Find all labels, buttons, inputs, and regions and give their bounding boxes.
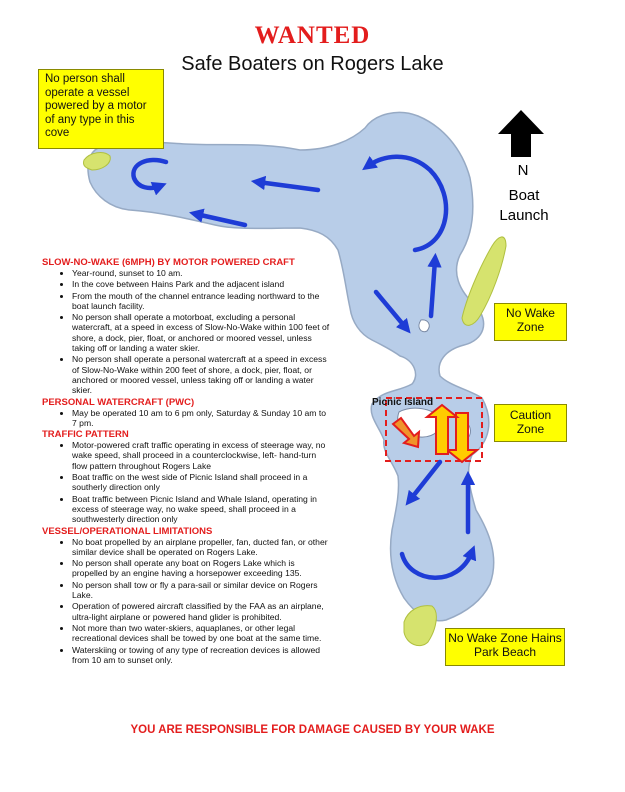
rules-section-heading: VESSEL/OPERATIONAL LIMITATIONS bbox=[42, 525, 213, 537]
launch-no-wake-highlight bbox=[461, 236, 507, 326]
rule-item: No boat propelled by an airplane propell… bbox=[72, 537, 332, 558]
rule-item: Waterskiing or towing of any type of rec… bbox=[72, 645, 332, 666]
cove-restriction-note: No person shall operate a vessel powered… bbox=[38, 69, 164, 149]
page-subtitle: Safe Boaters on Rogers Lake bbox=[181, 53, 444, 75]
rules-section-heading: TRAFFIC PATTERN bbox=[42, 429, 129, 441]
page-title: WANTED bbox=[254, 22, 371, 49]
arrow-south-curve bbox=[399, 545, 477, 580]
boat-launch-label: Boat Launch bbox=[499, 187, 549, 224]
rule-item: Boat traffic between Picnic Island and W… bbox=[72, 494, 332, 525]
rule-item: Motor-powered craft traffic operating in… bbox=[72, 440, 332, 471]
caution-up-arrow bbox=[444, 412, 480, 464]
arrow-southwest-lower bbox=[405, 459, 443, 506]
arrow-up-channel bbox=[427, 252, 442, 319]
lake-shape bbox=[87, 111, 495, 622]
caution-down-arrow bbox=[424, 403, 460, 455]
cove-highlight bbox=[83, 152, 111, 171]
rule-item: May be operated 10 am to 6 pm only, Satu… bbox=[72, 408, 332, 429]
caution-southwest-arrow bbox=[391, 416, 421, 449]
rule-item: Not more than two water-skiers, aquaplan… bbox=[72, 623, 332, 644]
north-arrow-icon bbox=[498, 110, 544, 157]
rules-section-heading: SLOW-NO-WAKE (6MPH) BY MOTOR POWERED CRA… bbox=[42, 257, 295, 268]
rules-section-list: Year-round, sunset to 10 am.In the cove … bbox=[42, 268, 332, 396]
rule-item: No person shall operate any boat on Roge… bbox=[72, 558, 332, 579]
arrow-cove-curve bbox=[131, 157, 169, 196]
footer-warning: YOU ARE RESPONSIBLE FOR DAMAGE CAUSED BY… bbox=[130, 724, 495, 736]
rules-section-list: No boat propelled by an airplane propell… bbox=[42, 537, 332, 666]
rules-list: SLOW-NO-WAKE (6MPH) BY MOTOR POWERED CRA… bbox=[42, 256, 332, 666]
rule-item: From the mouth of the channel entrance l… bbox=[72, 291, 332, 312]
arrow-west-upper bbox=[250, 175, 321, 193]
caution-zone-label: Caution Zone bbox=[494, 404, 567, 442]
rules-section-list: Motor-powered craft traffic operating in… bbox=[42, 440, 332, 524]
rule-item: In the cove between Hains Park and the a… bbox=[72, 279, 332, 289]
small-island bbox=[418, 319, 430, 333]
arrow-west-lower bbox=[188, 208, 248, 228]
rules-section-heading: PERSONAL WATERCRAFT (PWC) bbox=[42, 396, 195, 408]
rule-item: Operation of powered aircraft classified… bbox=[72, 601, 332, 622]
rule-item: No person shall operate a motorboat, exc… bbox=[72, 312, 332, 353]
picnic-island-label: Picnic Island bbox=[372, 397, 434, 408]
no-wake-zone-label: No Wake Zone bbox=[494, 303, 567, 341]
rule-item: No person shall operate a personal water… bbox=[72, 354, 332, 395]
hains-park-beach-label: No Wake Zone Hains Park Beach bbox=[445, 628, 565, 666]
arrow-down-diagonal bbox=[373, 289, 411, 334]
north-label: N bbox=[517, 162, 529, 179]
rule-item: No person shall tow or fly a para-sail o… bbox=[72, 580, 332, 601]
hains-beach-highlight bbox=[403, 605, 437, 647]
rules-section-list: May be operated 10 am to 6 pm only, Satu… bbox=[42, 408, 332, 429]
arrow-north-curve bbox=[362, 154, 449, 253]
rule-item: Boat traffic on the west side of Picnic … bbox=[72, 472, 332, 493]
rule-item: Year-round, sunset to 10 am. bbox=[72, 268, 332, 278]
